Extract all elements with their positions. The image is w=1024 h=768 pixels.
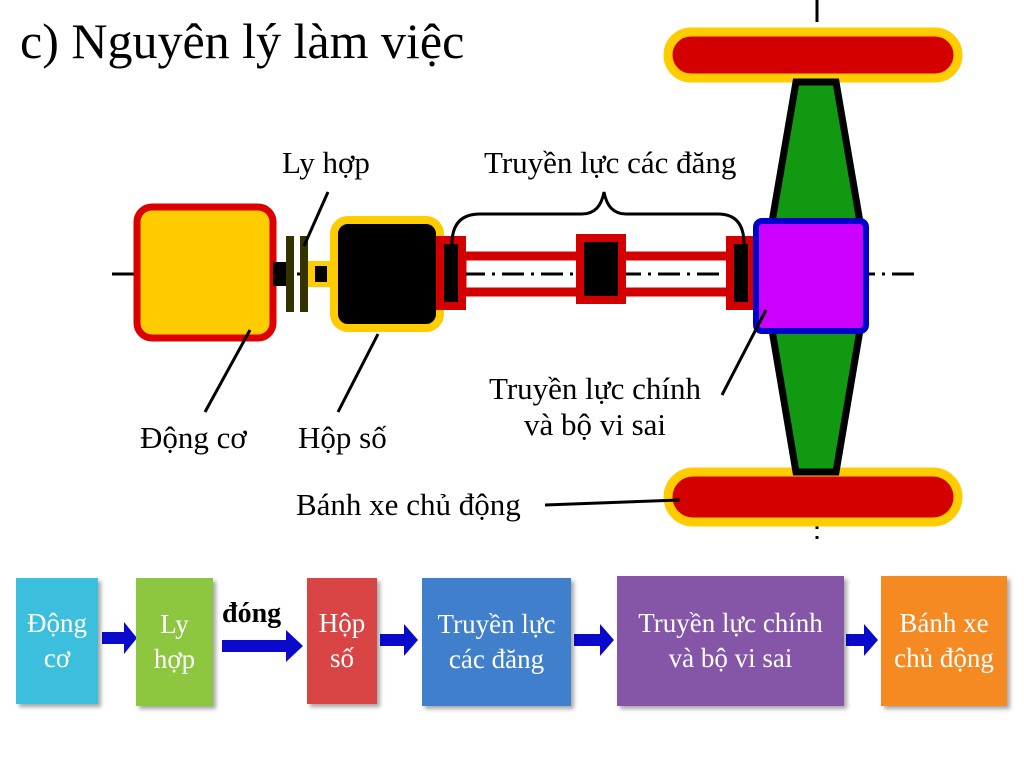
flow-box-truyen-luc-chinh-line1: Truyền lực chính bbox=[638, 607, 823, 638]
label-banh-xe-chu-dong: Bánh xe chủ động bbox=[296, 487, 521, 522]
flow-box-hop-so: Hộp số bbox=[307, 578, 377, 704]
flow-box-banh-xe-chu-dong-line1: Bánh xe bbox=[899, 607, 989, 638]
bottom-wheel bbox=[663, 467, 963, 527]
middle-universal-joint bbox=[576, 234, 626, 304]
flow-arrow-3 bbox=[380, 624, 418, 656]
differential bbox=[753, 218, 869, 334]
clutch-plate-2 bbox=[300, 236, 308, 312]
label-truyen-luc-chinh: Truyền lực chính và bộ vi sai bbox=[470, 371, 720, 442]
label-truyen-luc-chinh-line2: và bộ vi sai bbox=[523, 406, 667, 442]
flow-arrow-1 bbox=[102, 622, 137, 654]
flow-arrow-5 bbox=[846, 624, 878, 656]
label-hop-so: Hộp số bbox=[298, 420, 387, 455]
page-title: c) Nguyên lý làm việc bbox=[20, 13, 465, 69]
flow-box-banh-xe-chu-dong: Bánh xe chủ động bbox=[881, 576, 1007, 706]
front-universal-joint bbox=[436, 236, 466, 310]
flow-box-truyen-luc-chinh-line2: và bộ vi sai bbox=[668, 643, 793, 673]
pointer-banh-xe bbox=[544, 498, 681, 507]
flow-box-dong-co-line1: Động bbox=[27, 607, 87, 638]
label-dong-co: Động cơ bbox=[140, 420, 247, 455]
pointer-dong-co bbox=[203, 329, 252, 413]
propeller-shaft-brace bbox=[450, 191, 746, 245]
top-wheel bbox=[663, 27, 963, 83]
flow-box-hop-so-line1: Hộp bbox=[318, 607, 366, 638]
flow-arrow-2 bbox=[222, 630, 303, 662]
flow-box-truyen-luc-cac-dang-line2: các đăng bbox=[448, 644, 545, 674]
clutch-output-core bbox=[315, 266, 327, 282]
flow-box-dong-co: Động cơ bbox=[16, 578, 98, 704]
flow-box-ly-hop: Ly hợp bbox=[136, 578, 213, 706]
engine-block bbox=[133, 203, 277, 342]
flow-box-ly-hop-line1: Ly bbox=[160, 608, 189, 639]
gearbox bbox=[330, 216, 444, 332]
flow-box-truyen-luc-cac-dang-line1: Truyền lực bbox=[437, 608, 556, 639]
pointer-truyen-luc-chinh bbox=[720, 309, 768, 396]
label-ly-hop: Ly hợp bbox=[282, 145, 370, 180]
lower-axle-housing bbox=[767, 326, 865, 476]
pointer-ly-hop bbox=[302, 191, 330, 247]
flow-box-ly-hop-line2: hợp bbox=[153, 644, 196, 674]
clutch-plate-1 bbox=[286, 236, 294, 312]
flow-box-dong-co-line2: cơ bbox=[43, 643, 71, 673]
upper-axle-housing bbox=[767, 78, 865, 226]
label-truyen-luc-chinh-line1: Truyền lực chính bbox=[489, 371, 701, 406]
rear-universal-joint bbox=[726, 236, 756, 310]
flow-arrow-4 bbox=[574, 624, 614, 656]
flow-box-truyen-luc-cac-dang: Truyền lực các đăng bbox=[422, 578, 571, 706]
flow-box-truyen-luc-chinh: Truyền lực chính và bộ vi sai bbox=[617, 576, 844, 706]
pointer-hop-so bbox=[336, 333, 380, 413]
flow-label-dong: đóng bbox=[222, 598, 282, 629]
flow-box-banh-xe-chu-dong-line2: chủ động bbox=[894, 643, 994, 673]
label-truyen-luc-cac-dang: Truyền lực các đăng bbox=[484, 145, 737, 180]
flow-box-hop-so-line2: số bbox=[329, 643, 354, 673]
